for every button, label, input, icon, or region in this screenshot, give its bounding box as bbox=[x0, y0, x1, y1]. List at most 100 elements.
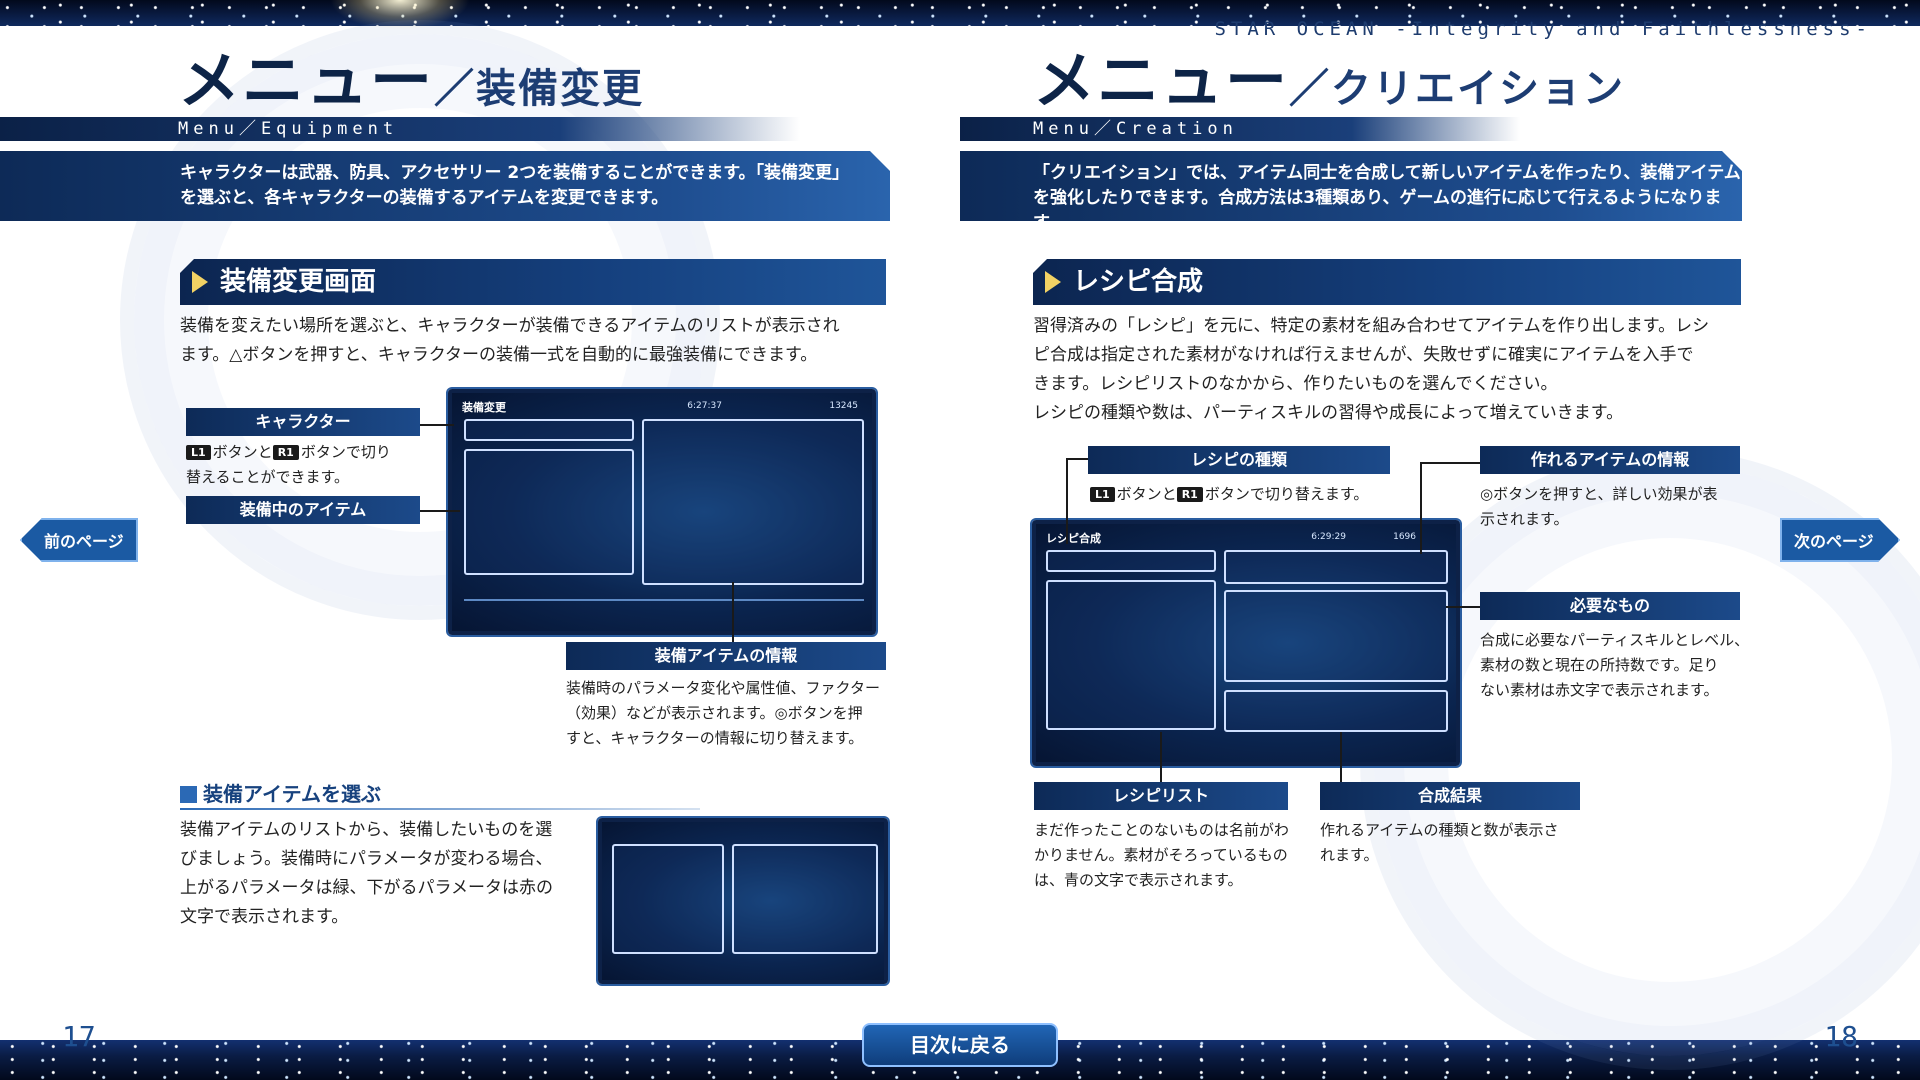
screen-gold: 13245 bbox=[829, 401, 858, 411]
make-info-panel bbox=[1224, 550, 1448, 584]
next-page-button[interactable]: 次のページ bbox=[1780, 518, 1900, 562]
needed-panel bbox=[1224, 590, 1448, 682]
desc-line: 装備時のパラメータ変化や属性値、ファクター bbox=[566, 679, 880, 697]
leader-line bbox=[1420, 462, 1422, 554]
desc-line: （効果）などが表示されます。◎ボタンを押 bbox=[566, 704, 863, 722]
r1-button-icon: R1 bbox=[1176, 487, 1203, 502]
equipped-list-panel bbox=[464, 449, 634, 575]
desc-line: 合成に必要なパーティスキルとレベル、 bbox=[1480, 631, 1750, 649]
desc-needed: 合成に必要なパーティスキルとレベル、 素材の数と現在の所持数です。足り ない素材… bbox=[1480, 628, 1750, 703]
label-recipe-list: レシピリスト bbox=[1034, 782, 1288, 810]
subsection-heading: 装備アイテムを選ぶ bbox=[180, 778, 381, 807]
desc-line: 替えることができます。 bbox=[186, 468, 350, 486]
subsection-rule bbox=[180, 808, 700, 810]
english-subtitle-bar: Menu／Equipment bbox=[0, 117, 800, 141]
desc-line: すと、キャラクターの情報に切り替えます。 bbox=[566, 729, 864, 747]
title-sub: ／装備変更 bbox=[434, 65, 645, 112]
series-title: STAR OCEAN -Integrity and Faithlessness- bbox=[1214, 18, 1872, 40]
intro-line: を選ぶと、各キャラクターの装備するアイテムを変更できます。 bbox=[180, 188, 669, 208]
detail-panel bbox=[732, 844, 878, 954]
desc-line: 作れるアイテムの種類と数が表示さ bbox=[1320, 821, 1559, 839]
leader-line bbox=[1066, 458, 1088, 460]
l1-button-icon: L1 bbox=[1090, 487, 1115, 502]
intro-line: を強化したりできます。合成方法は3種類あり、ゲームの進行に応じて行えるようになり… bbox=[1033, 188, 1722, 233]
triangle-marker-icon bbox=[1045, 271, 1061, 293]
info-bar bbox=[464, 599, 864, 601]
list-panel bbox=[612, 844, 724, 954]
label-item-info: 装備アイテムの情報 bbox=[566, 642, 886, 670]
screen-title: レシピ合成 bbox=[1046, 532, 1101, 545]
intro-line: 「クリエイション」では、アイテム同士を合成して新しいアイテムを作ったり、装備アイ… bbox=[1033, 163, 1741, 183]
title-main: メニュー bbox=[1033, 44, 1290, 117]
result-panel bbox=[1224, 690, 1448, 732]
label-make-info: 作れるアイテムの情報 bbox=[1480, 446, 1740, 474]
leader-line bbox=[420, 424, 454, 426]
leader-line bbox=[420, 510, 460, 512]
section-text-equipment: 装備を変えたい場所を選ぶと、キャラクターが装備できるアイテムのリストが表示され … bbox=[180, 312, 890, 370]
table-of-contents-button[interactable]: 目次に戻る bbox=[862, 1023, 1058, 1067]
square-marker-icon bbox=[180, 786, 197, 803]
leader-line bbox=[1420, 462, 1480, 464]
desc-text: ボタンで切り bbox=[300, 443, 391, 461]
recipe-list-panel bbox=[1046, 580, 1216, 730]
r1-button-icon: R1 bbox=[272, 445, 299, 460]
section-text-recipe: 習得済みの「レシピ」を元に、特定の素材を組み合わせてアイテムを作り出します。レシ… bbox=[1033, 312, 1743, 428]
l1-button-icon: L1 bbox=[186, 445, 211, 460]
desc-line: 示されます。 bbox=[1480, 510, 1569, 528]
character-icons-panel bbox=[464, 419, 634, 441]
desc-result: 作れるアイテムの種類と数が表示さ れます。 bbox=[1320, 818, 1590, 868]
text-line: レシピの種類や数は、パーティスキルの習得や成長によって増えていきます。 bbox=[1033, 403, 1624, 423]
text-line: 装備を変えたい場所を選ぶと、キャラクターが装備できるアイテムのリストが表示され bbox=[180, 316, 840, 336]
section-title: レシピ合成 bbox=[1073, 267, 1204, 297]
desc-text: ボタンと bbox=[212, 443, 273, 461]
starfield-top-band bbox=[0, 0, 1920, 30]
label-character: キャラクター bbox=[186, 408, 420, 436]
english-subtitle-bar: Menu／Creation bbox=[960, 117, 1520, 141]
equipment-screenshot: 装備変更 6:27:37 13245 bbox=[448, 389, 876, 635]
text-line: 装備アイテムのリストから、装備したいものを選 bbox=[180, 820, 553, 840]
screen-gold: 1696 bbox=[1393, 532, 1416, 542]
intro-box-creation: 「クリエイション」では、アイテム同士を合成して新しいアイテムを作ったり、装備アイ… bbox=[960, 151, 1742, 221]
desc-line: かりません。素材がそろっているもの bbox=[1034, 846, 1288, 864]
desc-line: ない素材は赤文字で表示されます。 bbox=[1480, 681, 1719, 699]
desc-make-info: ◎ボタンを押すと、詳しい効果が表 示されます。 bbox=[1480, 482, 1750, 532]
page-title-creation: メニュー／クリエイション bbox=[1033, 50, 1625, 112]
page-number-right: 18 bbox=[1824, 1020, 1858, 1053]
recipe-screenshot: レシピ合成 6:29:29 1696 bbox=[1032, 520, 1460, 766]
item-info-panel bbox=[642, 419, 864, 585]
triangle-marker-icon bbox=[192, 271, 208, 293]
prev-page-button[interactable]: 前のページ bbox=[20, 518, 138, 562]
screen-title: 装備変更 bbox=[462, 401, 506, 414]
label-equipped-items: 装備中のアイテム bbox=[186, 496, 420, 524]
text-line: 文字で表示されます。 bbox=[180, 907, 349, 927]
desc-line: まだ作ったことのないものは名前がわ bbox=[1034, 821, 1289, 839]
page-title-equipment: メニュー／装備変更 bbox=[178, 50, 644, 112]
subsection-title: 装備アイテムを選ぶ bbox=[203, 782, 381, 806]
equipment-list-screenshot bbox=[598, 818, 888, 984]
text-line: きます。レシピリストのなかから、作りたいものを選んでください。 bbox=[1033, 374, 1558, 394]
label-recipe-type: レシピの種類 bbox=[1088, 446, 1390, 474]
desc-line: 素材の数と現在の所持数です。足り bbox=[1480, 656, 1719, 674]
label-result: 合成結果 bbox=[1320, 782, 1580, 810]
desc-line: は、青の文字で表示されます。 bbox=[1034, 871, 1243, 889]
section-heading-recipe: レシピ合成 bbox=[1033, 259, 1741, 305]
screen-time: 6:29:29 bbox=[1311, 532, 1346, 542]
leader-line bbox=[1446, 606, 1480, 608]
leader-line bbox=[1066, 458, 1068, 544]
page-number-left: 17 bbox=[62, 1020, 96, 1053]
text-line: ピ合成は指定された素材がなければ行えませんが、失敗せずに確実にアイテムを入手で bbox=[1033, 345, 1694, 365]
desc-item-info: 装備時のパラメータ変化や属性値、ファクター （効果）などが表示されます。◎ボタン… bbox=[566, 676, 896, 751]
desc-recipe-list: まだ作ったことのないものは名前がわ かりません。素材がそろっているもの は、青の… bbox=[1034, 818, 1300, 893]
leader-line bbox=[732, 582, 734, 642]
subsection-text: 装備アイテムのリストから、装備したいものを選 びましょう。装備時にパラメータが変… bbox=[180, 816, 590, 932]
desc-line: ◎ボタンを押すと、詳しい効果が表 bbox=[1480, 485, 1718, 503]
recipe-type-panel bbox=[1046, 550, 1216, 572]
text-line: 習得済みの「レシピ」を元に、特定の素材を組み合わせてアイテムを作り出します。レシ bbox=[1033, 316, 1710, 336]
section-heading-equipment-screen: 装備変更画面 bbox=[180, 259, 886, 305]
label-needed: 必要なもの bbox=[1480, 592, 1740, 620]
intro-box-equipment: キャラクターは武器、防具、アクセサリー 2つを装備することができます。「装備変更… bbox=[0, 151, 890, 221]
intro-line: キャラクターは武器、防具、アクセサリー 2つを装備することができます。「装備変更… bbox=[180, 163, 850, 183]
title-main: メニュー bbox=[178, 44, 435, 117]
